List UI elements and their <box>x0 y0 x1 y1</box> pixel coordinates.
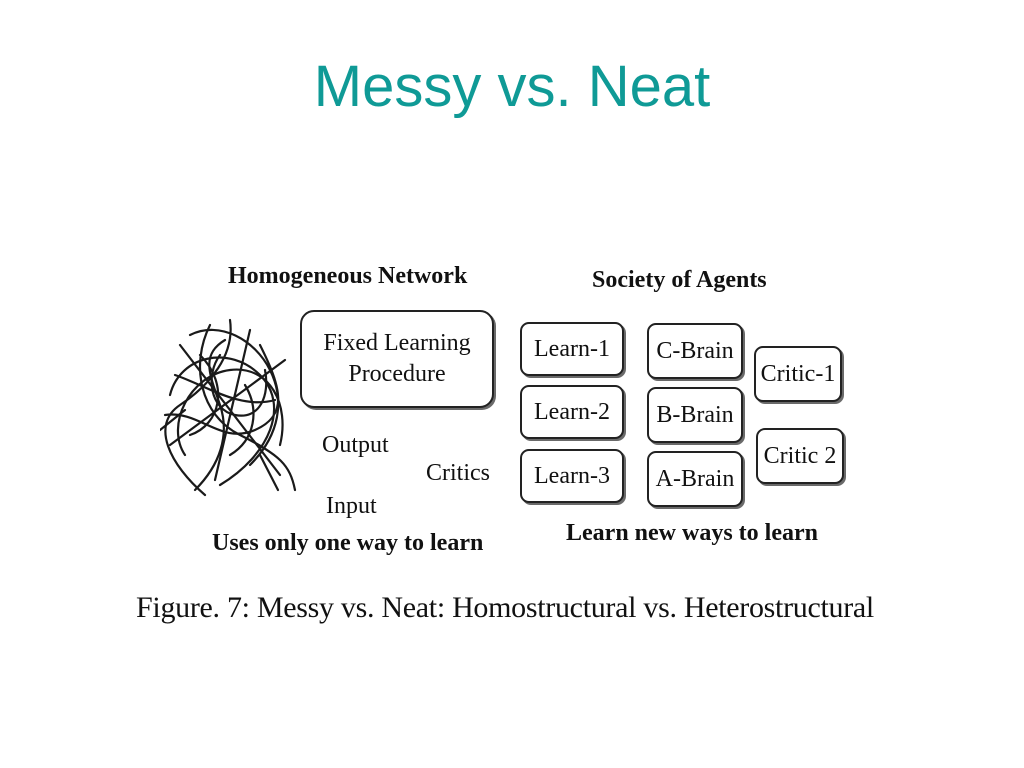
critics-label: Critics <box>426 460 490 486</box>
a-brain-box: A-Brain <box>647 451 743 507</box>
fixed-learning-line1: Fixed Learning <box>323 329 471 356</box>
tangled-network-icon <box>160 318 297 497</box>
input-label: Input <box>326 493 377 519</box>
right-panel-heading: Society of Agents <box>592 267 767 293</box>
critic-1-box: Critic-1 <box>754 346 842 402</box>
learn-1-box: Learn-1 <box>520 322 624 376</box>
figure-caption: Figure. 7: Messy vs. Neat: Homostructura… <box>136 591 874 624</box>
left-panel-footer: Uses only one way to learn <box>212 530 484 556</box>
b-brain-box: B-Brain <box>647 387 743 443</box>
critic-2-box: Critic 2 <box>756 428 844 484</box>
learn-3-box: Learn-3 <box>520 449 624 503</box>
fixed-learning-line2: Procedure <box>348 361 446 387</box>
left-panel-heading: Homogeneous Network <box>228 263 468 289</box>
right-panel-footer: Learn new ways to learn <box>566 520 818 546</box>
learn-2-box: Learn-2 <box>520 385 624 439</box>
output-label: Output <box>322 432 389 458</box>
fixed-learning-procedure-box: Fixed Learning Procedure <box>300 310 494 408</box>
slide-title: Messy vs. Neat <box>313 54 711 119</box>
c-brain-box: C-Brain <box>647 323 743 379</box>
